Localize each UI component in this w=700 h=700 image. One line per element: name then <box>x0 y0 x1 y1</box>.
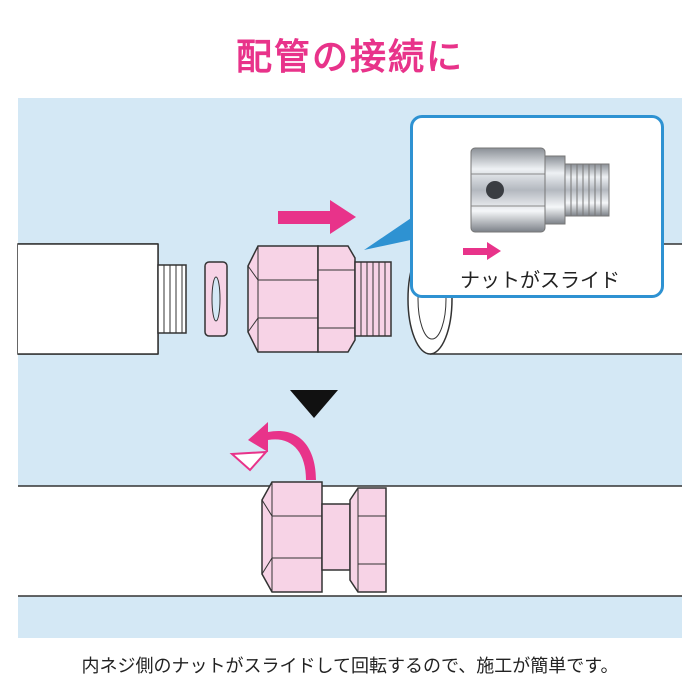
callout-slide-arrow-icon <box>463 242 501 260</box>
page-title: 配管の接続に <box>235 37 464 78</box>
callout-box: ナットがスライド <box>410 115 664 298</box>
fitting-before <box>247 245 392 353</box>
caption: 内ネジ側のナットがスライドして回転するので、施工が簡単です。 <box>81 656 619 677</box>
callout-pointer <box>364 212 420 250</box>
left-pipe <box>17 243 187 355</box>
fitting-after <box>261 481 387 593</box>
callout-label: ナットがスライド <box>460 268 620 292</box>
down-arrow-icon <box>290 390 338 418</box>
gasket <box>204 261 228 337</box>
rotate-arrow-icon <box>229 422 316 480</box>
slide-arrow-icon <box>278 200 356 234</box>
fitting-photo <box>463 147 610 260</box>
